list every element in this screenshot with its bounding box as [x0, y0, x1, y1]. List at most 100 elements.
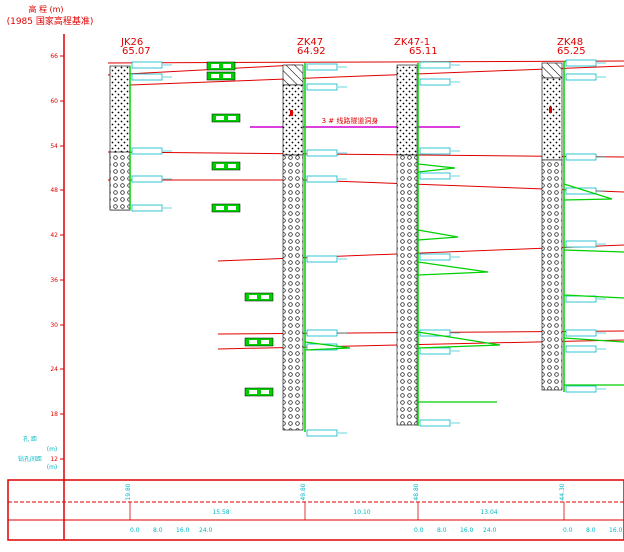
sample-tag: [419, 329, 451, 337]
borehole-lower-layer: [396, 154, 418, 426]
sample-tag: [131, 73, 163, 81]
test-curves: [304, 163, 624, 403]
footer-depth-value: 19.80: [125, 483, 132, 500]
borehole-marker: [290, 110, 293, 116]
layer-code-box: [244, 337, 274, 347]
footer-scale-label: 0.0: [130, 527, 140, 534]
sample-tag: [565, 153, 597, 161]
layer-code-box: [211, 203, 241, 213]
sample-tag: [306, 429, 338, 437]
sample-tag: [565, 240, 597, 248]
sample-tag: [565, 59, 597, 67]
footer-spacing-value: 15.58: [212, 509, 229, 516]
tunnel-line-label: 3 # 线路隧道洞身: [322, 116, 379, 125]
borehole-zk48: ZK48 65.25: [541, 37, 586, 392]
layer-code-inner: [211, 74, 219, 78]
borehole-elevation: 65.25: [557, 46, 586, 57]
footer-frame: [7, 479, 624, 541]
layer-code-inner: [216, 206, 224, 210]
sample-tag: [306, 329, 338, 337]
stratum-line-1: [107, 64, 296, 76]
sample-tag: [419, 419, 451, 427]
axis-tick-label: 36: [50, 277, 58, 284]
axis-tick-label: 30: [50, 322, 58, 329]
footer-table: [7, 479, 624, 541]
test-curve: [417, 331, 501, 349]
sample-tag: [306, 63, 338, 71]
layer-code-box: [211, 113, 241, 123]
layer-code-inner: [249, 295, 257, 299]
borehole-id: ZK47: [297, 37, 323, 48]
borehole-top-layer: [282, 64, 304, 86]
test-curve: [417, 229, 459, 241]
sample-tag: [306, 149, 338, 157]
footer-scale-label: 8.0: [586, 527, 596, 534]
legend-label: (m): [47, 464, 58, 471]
layer-code-inner: [223, 64, 231, 68]
sample-tags: [131, 59, 606, 437]
axis-tick-label: 42: [50, 232, 58, 239]
footer-scale-label: 16.0: [176, 527, 190, 534]
layer-code-boxes: [206, 61, 274, 397]
layer-code-box: [206, 71, 236, 81]
borehole-id: JK26: [120, 37, 143, 48]
axis-tick-label: 24: [50, 366, 58, 373]
borehole-lower-layer: [541, 159, 563, 391]
borehole-elevation: 65.07: [122, 46, 151, 57]
axis-tick-label: 18: [50, 411, 58, 418]
stratum-line-3: [107, 151, 624, 158]
borehole-zk47-1: ZK47-1 65.11: [394, 37, 438, 426]
sample-tag: [131, 204, 163, 212]
sample-tag: [419, 172, 451, 180]
test-curve: [304, 341, 351, 351]
footer-scale-label: 24.0: [199, 527, 213, 534]
footer-depth-value: 48.80: [413, 483, 420, 500]
sample-tag: [131, 175, 163, 183]
sample-tag: [306, 255, 338, 263]
borehole-marker: [549, 107, 552, 113]
layer-code-box: [244, 387, 274, 397]
axis-tick-label: 66: [50, 53, 58, 60]
axis-tick-label: 48: [50, 187, 58, 194]
borehole-zk47: ZK47 64.92: [282, 37, 326, 432]
layer-code-box: [206, 61, 236, 71]
borehole-lower-layer: [282, 154, 304, 431]
sample-tag: [419, 253, 451, 261]
test-curve: [417, 261, 489, 276]
sample-tag: [565, 345, 597, 353]
footer-scale-label: 16.0: [609, 527, 623, 534]
borehole-elevation: 64.92: [297, 46, 326, 57]
legend-label: 钻孔间距: [18, 455, 42, 463]
sample-tag: [306, 83, 338, 91]
elevation-axis-ticks: 66 60 54 48 42 36 30 24 18 12: [50, 53, 64, 463]
footer-depth-value: 44.30: [559, 483, 566, 500]
sample-tag: [565, 187, 597, 195]
footer-scale-label: 0.0: [563, 527, 573, 534]
sample-tag: [565, 73, 597, 81]
layer-code-inner: [211, 64, 219, 68]
borehole-id: ZK48: [557, 37, 583, 48]
borehole-top-layer: [541, 62, 563, 79]
sample-tag: [419, 347, 451, 355]
layer-code-inner: [261, 390, 269, 394]
footer-depth-value: 49.80: [300, 483, 307, 500]
borehole-jk26: JK26 65.07: [109, 37, 151, 211]
legend-label: (m): [47, 446, 58, 453]
test-curve: [563, 249, 624, 253]
borehole-lower-layer: [109, 151, 131, 211]
layer-code-inner: [249, 340, 257, 344]
sample-tag: [131, 147, 163, 155]
borehole-id: ZK47-1: [394, 37, 430, 48]
chart-title-line1: 高 程 (m): [28, 4, 63, 14]
axis-tick-label: 12: [50, 456, 58, 463]
footer-spacing-value: 13.04: [480, 509, 497, 516]
borehole-column: [282, 84, 304, 156]
footer-scale-label: 0.0: [414, 527, 424, 534]
layer-code-inner: [228, 206, 236, 210]
axis-tick-label: 60: [50, 98, 58, 105]
axis-tick-label: 54: [50, 143, 58, 150]
layer-code-inner: [216, 164, 224, 168]
sample-tag: [306, 175, 338, 183]
